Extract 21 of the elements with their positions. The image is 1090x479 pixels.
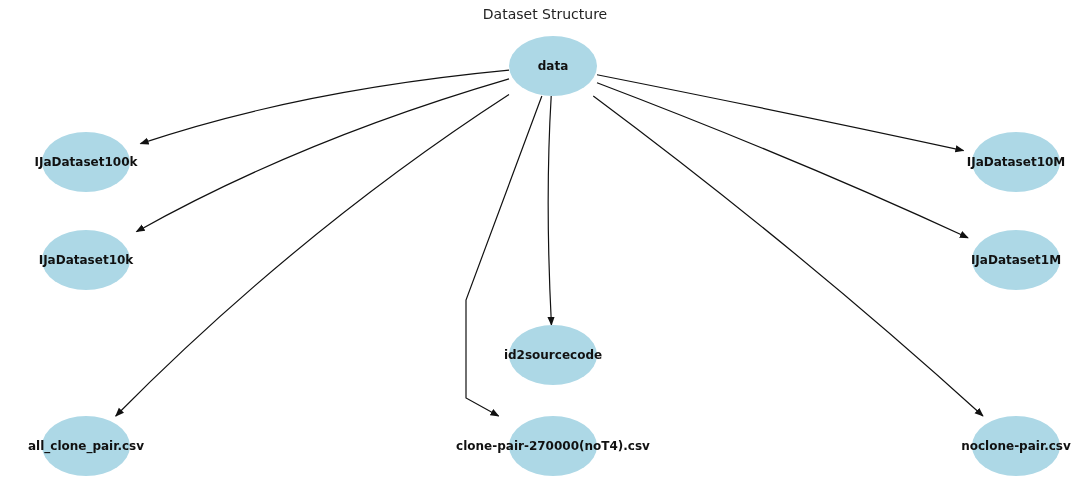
ellipse-node: [25, 416, 147, 476]
arrow: [139, 69, 510, 145]
node-label: IJaDataset100k: [33, 155, 139, 169]
node-label: IJaDataset1M: [969, 253, 1063, 267]
arrow: [592, 95, 984, 417]
arrow: [465, 95, 543, 417]
node-label: clone-pair-270000(noT4).csv: [455, 439, 651, 453]
ellipse-node: [509, 36, 597, 96]
node-label: id2sourcecode: [502, 348, 604, 362]
node-label: IJaDataset10k: [37, 253, 135, 267]
ellipse-node: [453, 416, 653, 476]
arrow: [596, 74, 965, 153]
node-label: data: [536, 59, 570, 73]
arrow: [596, 82, 969, 239]
diagram-title: Dataset Structure: [482, 6, 608, 22]
arrow: [135, 78, 510, 233]
node-label: noclone-pair.csv: [960, 439, 1072, 453]
node-label: IJaDataset10M: [965, 155, 1067, 169]
arrow: [115, 93, 510, 417]
node-label: all_clone_pair.csv: [26, 439, 146, 453]
arrow: [547, 95, 555, 326]
